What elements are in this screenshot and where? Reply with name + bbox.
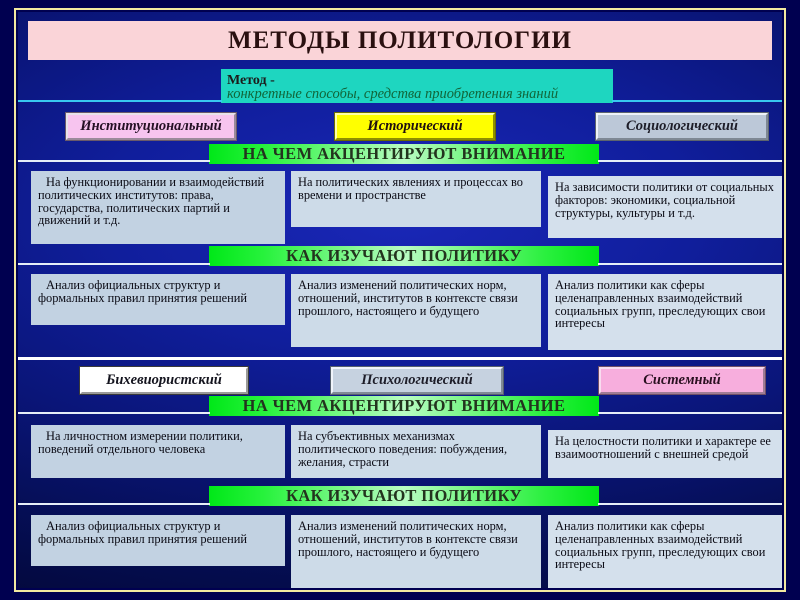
method-chip-sociological[interactable]: Социологический: [596, 113, 768, 140]
white-rule-how1-right: [598, 263, 782, 265]
focus-box-institutional: На функционировании и взаимодействий пол…: [31, 171, 285, 244]
howstudy-box-psychological-text: Анализ изменений политических норм, отно…: [298, 519, 518, 559]
howstudy-box-sociological-text: Анализ политики как сферы целенаправленн…: [555, 278, 766, 331]
white-rule-focus2-left: [18, 412, 210, 414]
method-definition-box: Метод - конкретные способы, средства при…: [221, 69, 613, 103]
focus-box-systemic: На целостности политики и характере ее в…: [548, 430, 782, 478]
method-chip-psychological[interactable]: Психологический: [331, 367, 503, 394]
page-title-text: МЕТОДЫ ПОЛИТОЛОГИИ: [228, 26, 572, 54]
page-title: МЕТОДЫ ПОЛИТОЛОГИИ: [28, 21, 772, 60]
howstudy-box-institutional-text: Анализ официальных структур и формальных…: [38, 278, 248, 305]
focus-box-behavioral-text: На личностном измерении политики, поведе…: [38, 429, 243, 456]
method-chip-systemic-label: Системный: [643, 372, 721, 388]
white-rule-focus1-left: [18, 160, 210, 162]
howstudy-box-sociological: Анализ политики как сферы целенаправленн…: [548, 274, 782, 350]
method-chip-psychological-label: Психологический: [361, 372, 473, 388]
focus-box-historical-text: На политических явлениях и процессах во …: [298, 175, 523, 202]
focus-box-sociological: На зависимости политики от социальных фа…: [548, 176, 782, 238]
focus-box-systemic-text: На целостности политики и характере ее в…: [555, 434, 771, 461]
focus-box-psychological: На субъективных механизмах политического…: [291, 425, 541, 478]
method-chip-institutional-label: Институциональный: [80, 118, 222, 134]
method-definition-text: конкретные способы, средства приобретени…: [227, 86, 559, 103]
white-rule-how1-left: [18, 263, 210, 265]
method-chip-historical[interactable]: Исторический: [335, 113, 495, 140]
howstudy-box-psychological: Анализ изменений политических норм, отно…: [291, 515, 541, 588]
white-rule-focus2-right: [598, 412, 782, 414]
howstudy-box-systemic-text: Анализ политики как сферы целенаправленн…: [555, 519, 766, 572]
banner-howstudy-group1-label: КАК ИЗУЧАЮТ ПОЛИТИКУ: [285, 246, 523, 265]
howstudy-box-institutional: Анализ официальных структур и формальных…: [31, 274, 285, 325]
focus-box-behavioral: На личностном измерении политики, поведе…: [31, 425, 285, 478]
white-rule-focus1-right: [598, 160, 782, 162]
cyan-rule-right: [612, 100, 782, 102]
method-chip-behavioral-label: Бихевиористский: [106, 372, 222, 388]
method-term-label: Метод -: [227, 73, 275, 88]
focus-box-sociological-text: На зависимости политики от социальных фа…: [555, 180, 774, 220]
slide-frame-border: [14, 8, 786, 592]
banner-focus-group2-label: НА ЧЕМ АКЦЕНТИРУЮТ ВНИМАНИЕ: [242, 396, 566, 415]
method-chip-sociological-label: Социологический: [626, 118, 738, 134]
focus-box-psychological-text: На субъективных механизмах политического…: [298, 429, 508, 469]
banner-focus-group1-label: НА ЧЕМ АКЦЕНТИРУЮТ ВНИМАНИЕ: [242, 144, 566, 163]
cyan-rule-left: [18, 100, 222, 102]
focus-box-institutional-text: На функционировании и взаимодействий пол…: [38, 175, 265, 228]
focus-box-historical: На политических явлениях и процессах во …: [291, 171, 541, 227]
method-chip-historical-label: Исторический: [367, 118, 463, 134]
section-divider: [18, 357, 782, 360]
banner-howstudy-group2-label: КАК ИЗУЧАЮТ ПОЛИТИКУ: [285, 486, 523, 505]
banner-focus-group1: НА ЧЕМ АКЦЕНТИРУЮТ ВНИМАНИЕ: [209, 144, 599, 164]
slide-canvas: МЕТОДЫ ПОЛИТОЛОГИИ Метод - конкретные сп…: [18, 12, 782, 588]
banner-howstudy-group1: КАК ИЗУЧАЮТ ПОЛИТИКУ: [209, 246, 599, 266]
howstudy-box-historical: Анализ изменений политических норм, отно…: [291, 274, 541, 347]
banner-howstudy-group2: КАК ИЗУЧАЮТ ПОЛИТИКУ: [209, 486, 599, 506]
howstudy-box-behavioral: Анализ официальных структур и формальных…: [31, 515, 285, 566]
howstudy-box-behavioral-text: Анализ официальных структур и формальных…: [38, 519, 248, 546]
white-rule-how2-right: [598, 503, 782, 505]
howstudy-box-systemic: Анализ политики как сферы целенаправленн…: [548, 515, 782, 588]
banner-focus-group2: НА ЧЕМ АКЦЕНТИРУЮТ ВНИМАНИЕ: [209, 396, 599, 416]
method-chip-institutional[interactable]: Институциональный: [66, 113, 236, 140]
howstudy-box-historical-text: Анализ изменений политических норм, отно…: [298, 278, 518, 318]
white-rule-how2-left: [18, 503, 210, 505]
method-chip-systemic[interactable]: Системный: [599, 367, 765, 394]
method-chip-behavioral[interactable]: Бихевиористский: [80, 367, 248, 394]
